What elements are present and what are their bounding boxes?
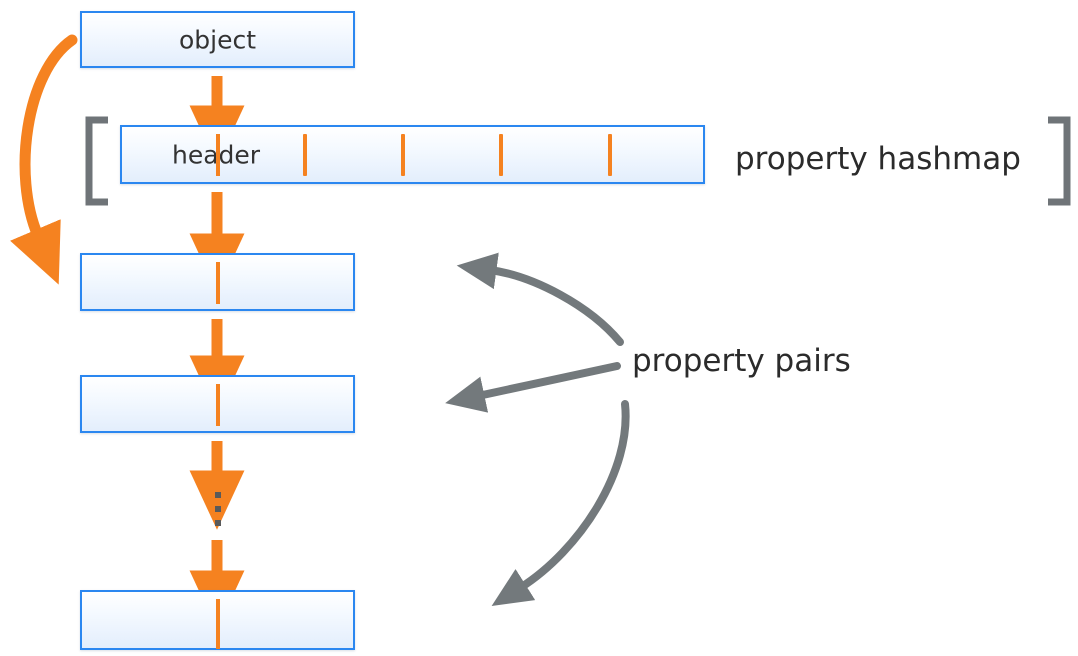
property-hashmap-annotation: property hashmap xyxy=(735,141,1021,177)
chain-link-hashmap xyxy=(216,134,220,176)
object-box-label: object xyxy=(178,25,257,54)
chain-link-pair1 xyxy=(216,262,220,304)
chain-link-pair3 xyxy=(216,599,220,649)
property-pairs-annotation: property pairs xyxy=(632,343,851,379)
hashmap-slot-tick-2 xyxy=(401,134,405,176)
property-hashmap-box[interactable]: header xyxy=(120,125,705,184)
ellipsis-dot-3 xyxy=(215,520,221,526)
hashmap-brackets xyxy=(85,116,1071,206)
hashmap-slot-tick-4 xyxy=(608,134,612,176)
gray-callout-arrows xyxy=(445,252,630,606)
arrow-pairs-to-pair1 xyxy=(456,252,624,346)
object-box[interactable]: object xyxy=(80,11,355,68)
bracket-left-icon xyxy=(85,116,108,206)
chain-link-pair2 xyxy=(216,384,220,426)
hashmap-slot-tick-3 xyxy=(499,134,503,176)
ellipsis-dot-1 xyxy=(215,492,221,498)
bracket-right-icon xyxy=(1048,116,1071,206)
hashmap-header-label: header xyxy=(122,140,703,169)
arrow-object-to-first-pair xyxy=(10,34,78,285)
arrow-pairs-to-pair2 xyxy=(445,362,621,413)
ellipsis-dot-2 xyxy=(215,506,221,512)
arrow-pairs-to-pair3 xyxy=(491,400,630,606)
hashmap-slot-tick-1 xyxy=(303,134,307,176)
